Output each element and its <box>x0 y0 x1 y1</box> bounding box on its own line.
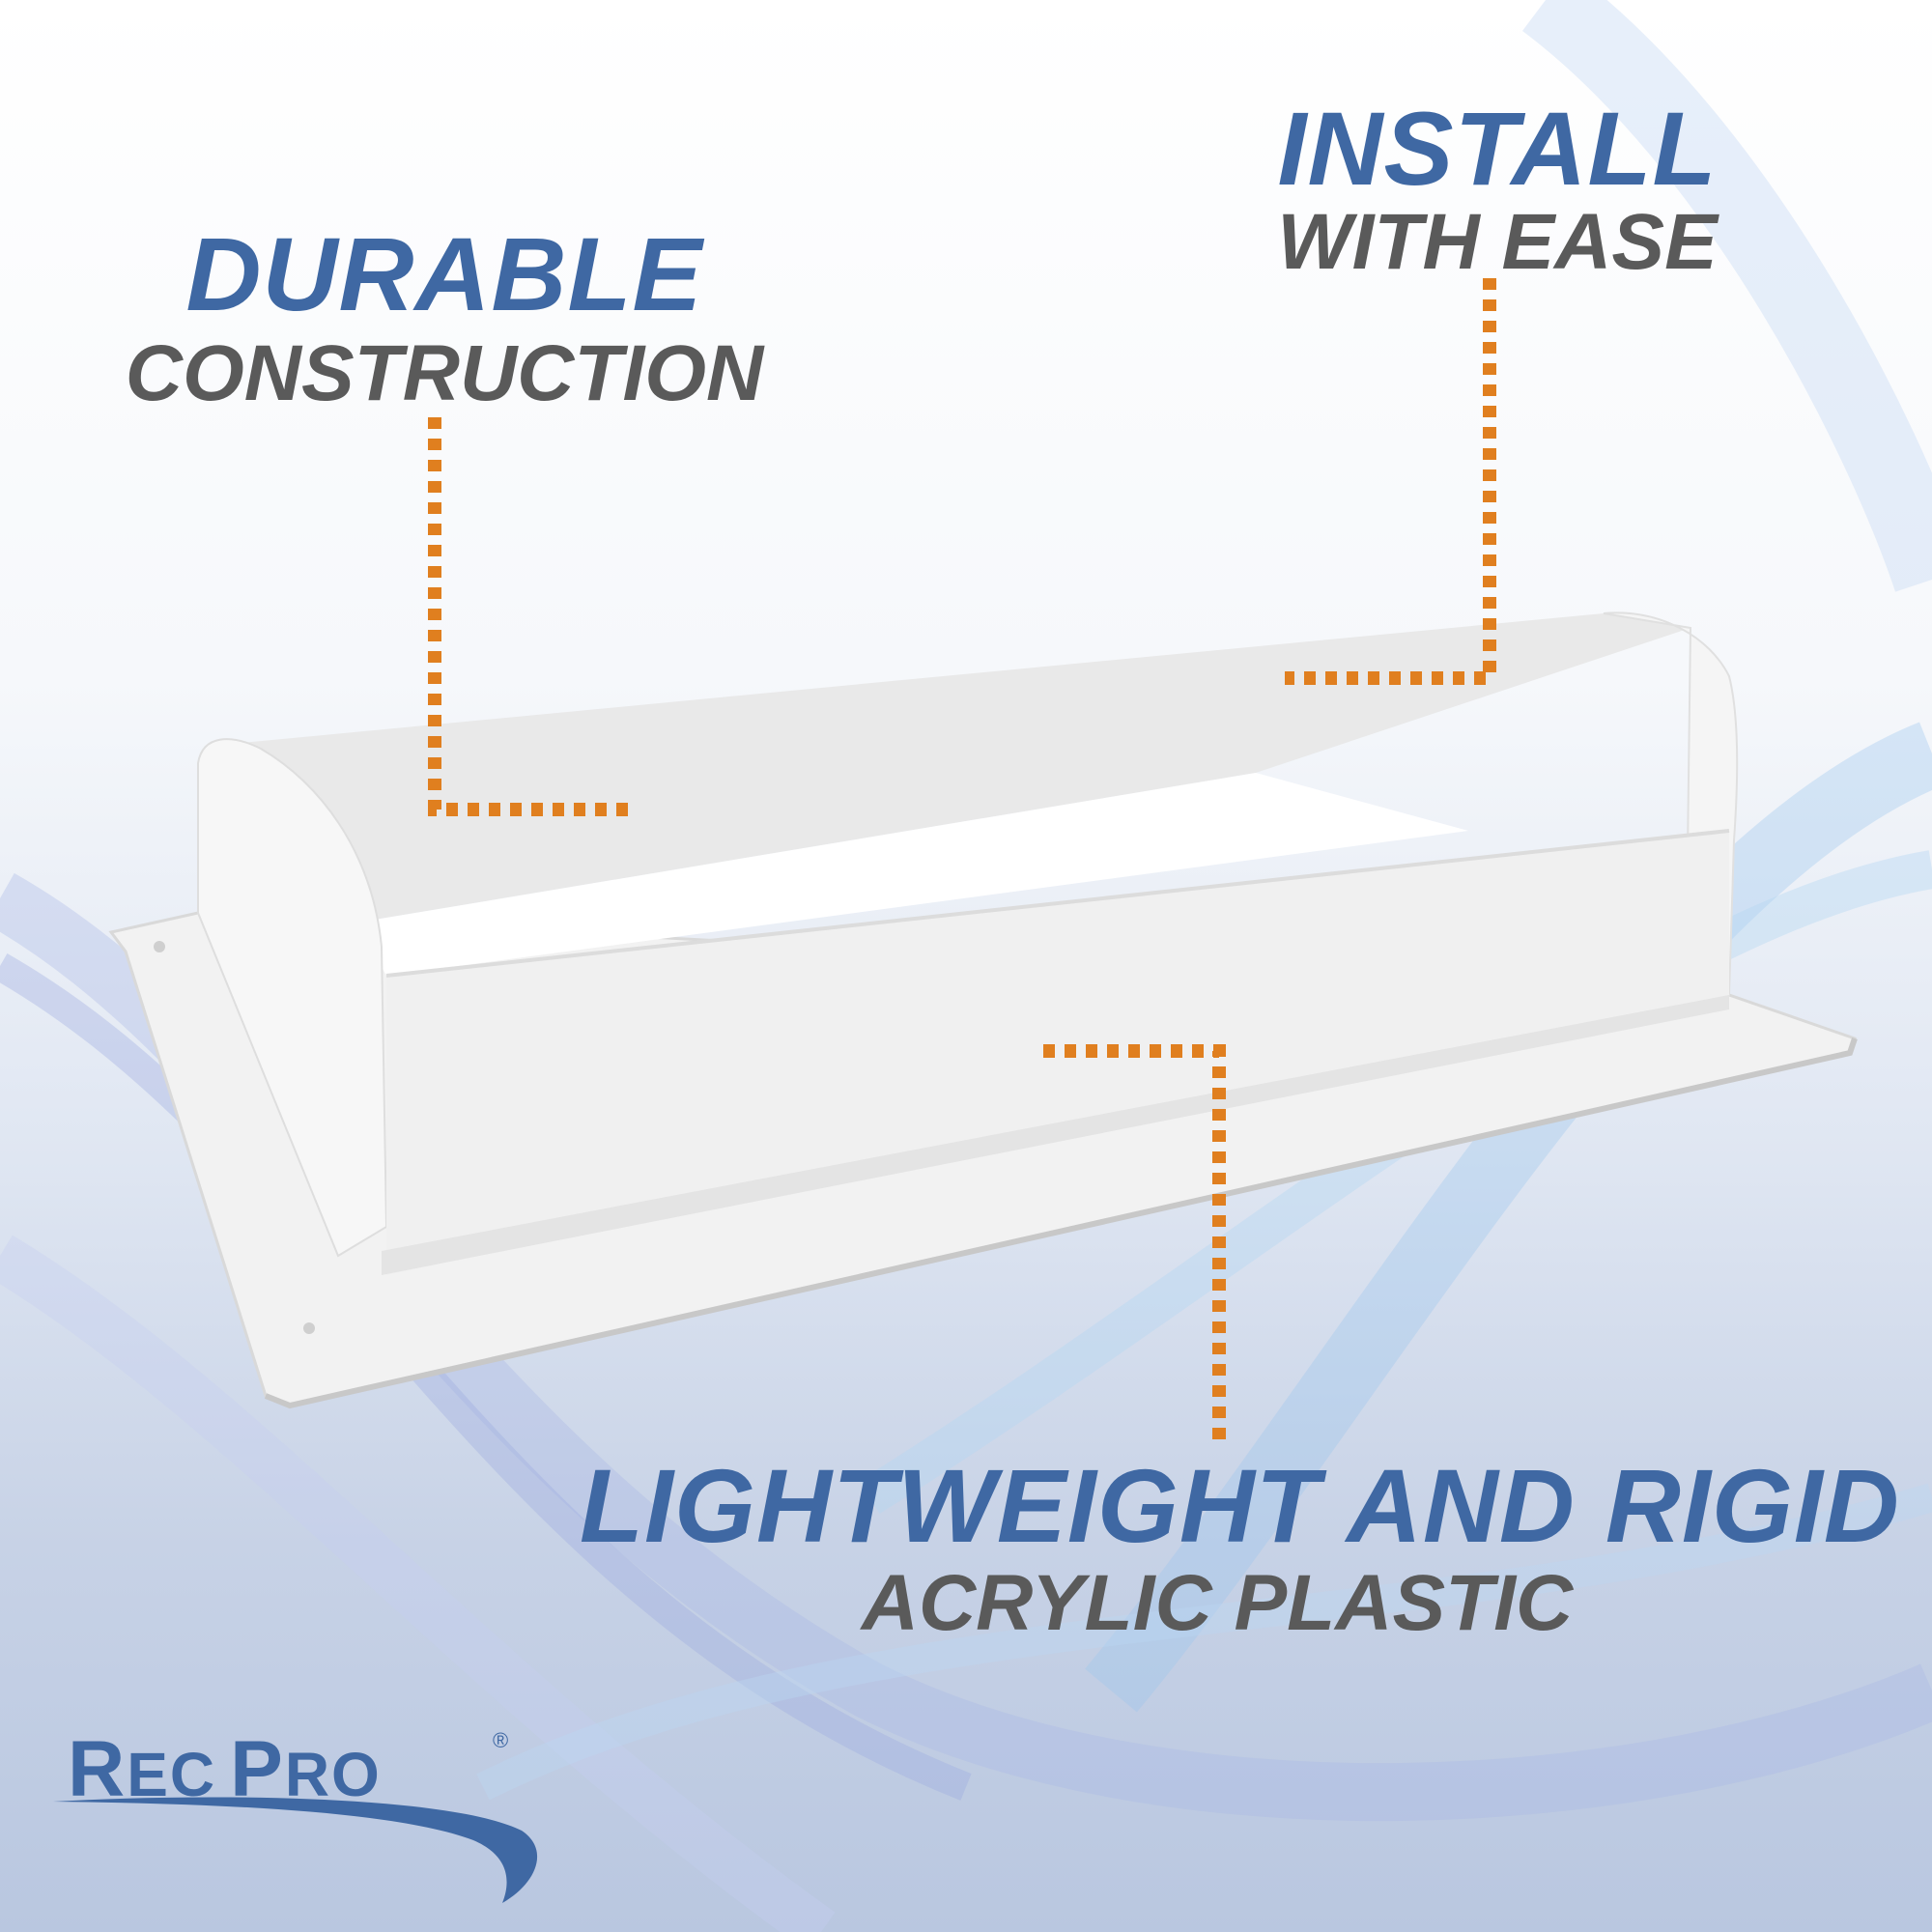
install-subline: WITH EASE <box>1277 198 1718 286</box>
lightweight-headline: LIGHTWEIGHT AND RIGID <box>580 1447 1900 1564</box>
install-callout: INSTALL WITH EASE <box>1246 97 1748 282</box>
durable-callout-line <box>428 417 633 816</box>
registered-mark: ® <box>493 1728 509 1752</box>
logo-swoosh-icon <box>53 1797 538 1903</box>
lightweight-callout-line <box>1043 1044 1226 1442</box>
durable-subline: CONSTRUCTION <box>125 329 764 417</box>
lightweight-subline: ACRYLIC PLASTIC <box>861 1559 1574 1647</box>
durable-callout: DURABLE CONSTRUCTION <box>97 222 792 413</box>
install-headline: INSTALL <box>1277 90 1718 207</box>
durable-headline: DURABLE <box>185 215 703 332</box>
lightweight-callout: LIGHTWEIGHT AND RIGID ACRYLIC PLASTIC <box>580 1447 1900 1647</box>
install-callout-line <box>1285 278 1496 685</box>
